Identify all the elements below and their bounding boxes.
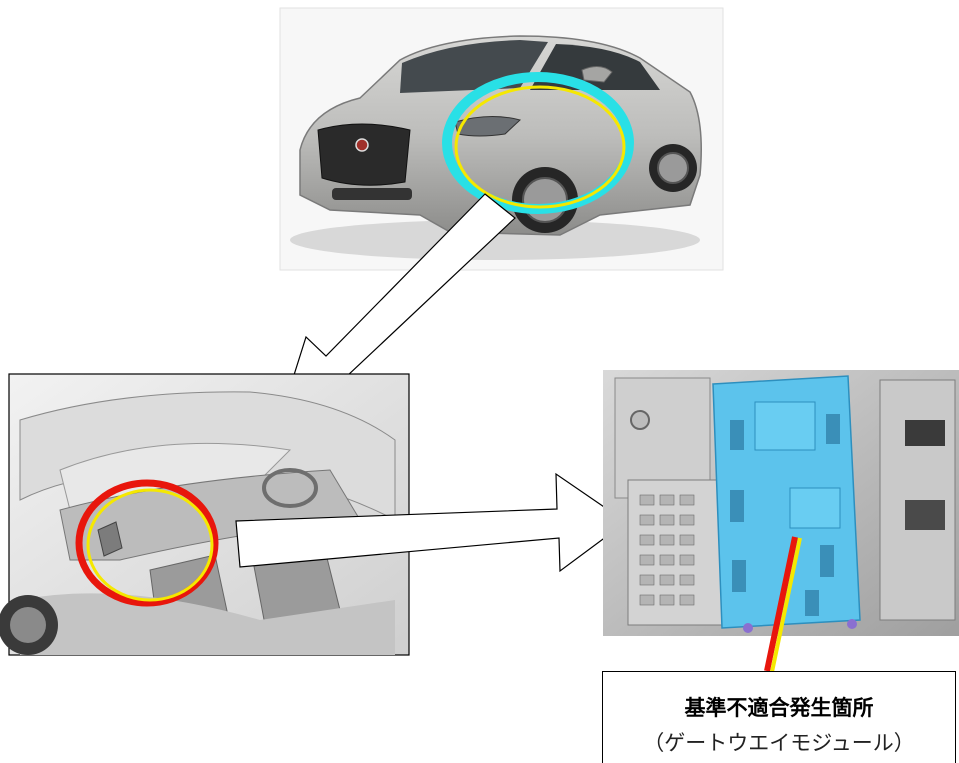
location-callout-title: 基準不適合発生箇所 [684, 696, 874, 720]
car-photo [279, 7, 724, 271]
car-mirror [581, 66, 613, 83]
module-pin-blocks [730, 414, 840, 616]
module-mount-bolt-left [743, 623, 753, 633]
module-mount-bolt-right [847, 619, 857, 629]
fuse-grid [639, 494, 695, 606]
module-bracket-left [614, 377, 711, 499]
module-mid-connector [789, 487, 841, 529]
interior-floor [20, 593, 395, 655]
interior-location-ring-red [75, 479, 219, 607]
location-callout-box: 基準不適合発生箇所 （ゲートウエイモジュール） [602, 671, 956, 763]
location-pointer-yellow [770, 537, 802, 673]
car-rear-rim [657, 152, 689, 184]
car-location-ring-yellow [454, 85, 626, 209]
module-top-connector [754, 401, 816, 451]
interior-cutaway [0, 373, 410, 656]
interior-glovebox [97, 521, 123, 557]
car-front-rim [522, 177, 568, 223]
car-badge-icon [355, 138, 369, 152]
interior-steering-wheel [262, 468, 318, 508]
car-grille [317, 123, 411, 186]
car-lower-intake [332, 188, 412, 200]
module-connector-right-1 [905, 420, 945, 446]
interior-wheel-rim [10, 607, 46, 643]
car-location-ring-cyan [442, 72, 634, 214]
car-shadow [290, 220, 700, 260]
module-connector-right-2 [905, 500, 945, 530]
car-headlight [454, 115, 522, 137]
module-bolt-icon [630, 410, 650, 430]
arrow-right [235, 472, 628, 573]
interior-location-ring-yellow [86, 488, 214, 602]
location-callout-subtitle: （ゲートウエイモジュール） [643, 731, 915, 755]
location-pointer-red [764, 536, 798, 672]
gateway-module-closeup [603, 370, 959, 673]
